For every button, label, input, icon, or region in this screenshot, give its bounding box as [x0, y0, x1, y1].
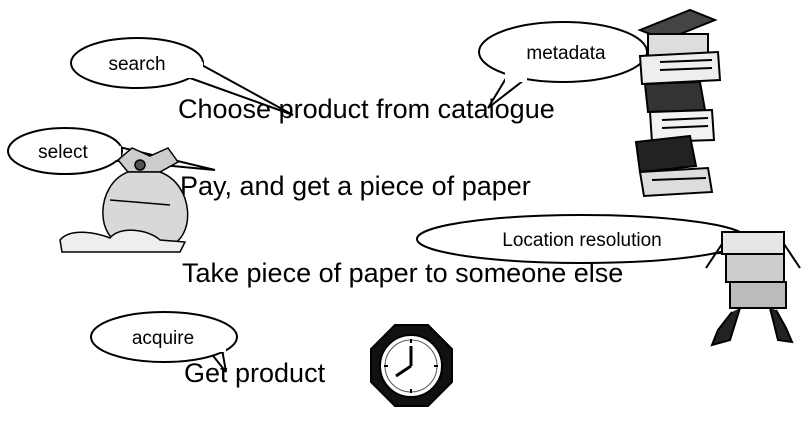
- book-stack-icon: [634, 8, 722, 198]
- money-bag-icon: [59, 147, 189, 253]
- step-pay: Pay, and get a piece of paper: [180, 171, 531, 201]
- clock-icon: [370, 324, 453, 407]
- location-resolution-callout: Location resolution: [416, 214, 769, 264]
- metadata-callout: metadata: [478, 21, 648, 109]
- acquire-label: acquire: [132, 328, 194, 349]
- select-label: select: [38, 142, 88, 163]
- select-callout: select: [7, 127, 216, 175]
- metadata-label: metadata: [526, 43, 606, 64]
- step-get-product: Get product: [184, 358, 326, 388]
- step-choose-product: Choose product from catalogue: [178, 94, 555, 124]
- person-carrying-books-icon: [705, 231, 801, 347]
- location-resolution-label: Location resolution: [502, 230, 662, 251]
- search-callout: search: [70, 37, 294, 116]
- acquire-callout: acquire: [90, 311, 238, 373]
- search-label: search: [108, 54, 165, 75]
